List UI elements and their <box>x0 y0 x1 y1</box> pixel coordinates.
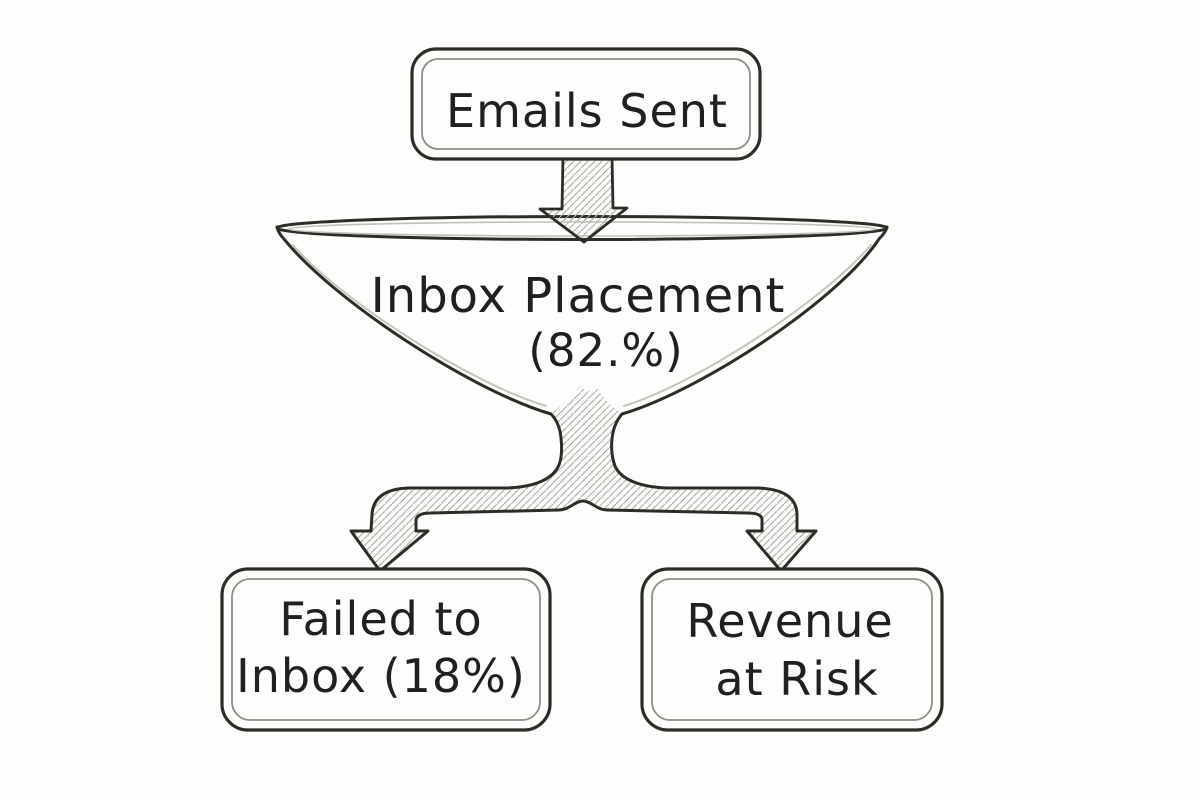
funnel-wall-highlight-left <box>292 244 547 407</box>
node-revenue-at-risk: Revenue at Risk <box>640 567 944 732</box>
failed-to-inbox-box-outer <box>220 567 552 732</box>
revenue-at-risk-box-outer <box>640 567 944 732</box>
failed-to-inbox-box-inner <box>231 578 541 721</box>
funnel-outline <box>275 218 889 573</box>
node-emails-sent: Emails Sent <box>410 47 762 161</box>
revenue-at-risk-label-line1: Revenue <box>686 594 893 648</box>
inbox-placement-label-line1: Inbox Placement <box>371 268 786 324</box>
revenue-at-risk-label-line2: at Risk <box>715 652 878 706</box>
flow-split-hatch <box>351 386 816 571</box>
node-failed-to-inbox: Failed to Inbox (18%) <box>220 567 552 732</box>
failed-to-inbox-label-line1: Failed to <box>279 592 482 646</box>
emails-sent-label: Emails Sent <box>446 84 728 138</box>
emails-sent-box-outer <box>410 47 762 161</box>
funnel-wall-highlight-right <box>623 244 872 407</box>
emails-sent-box-inner <box>421 58 751 150</box>
inbox-placement-label-line2: (82.%) <box>528 324 683 377</box>
failed-to-inbox-label-line2: Inbox (18%) <box>236 649 526 703</box>
revenue-at-risk-box-inner <box>651 578 933 721</box>
arrow-emails-to-funnel <box>538 154 629 244</box>
